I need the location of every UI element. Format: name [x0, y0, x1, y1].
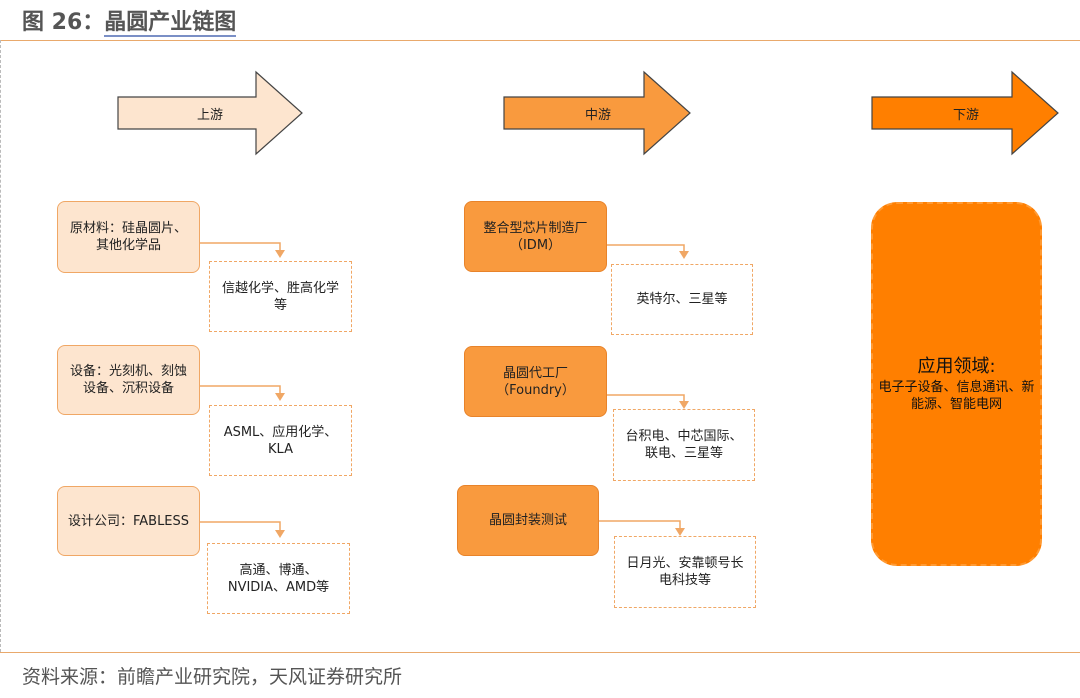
application-description: 电子子设备、信息通讯、新能源、智能电网 — [878, 380, 1035, 412]
midstream-label: 中游 — [584, 108, 611, 123]
idm-category: 整合型芯片制造厂（IDM） — [483, 220, 588, 253]
connector-foundry — [607, 394, 685, 401]
idm-companies: 英特尔、三星等 — [636, 292, 728, 307]
arrowhead-design — [275, 530, 285, 538]
materials-category: 原材料：硅晶圆片、其他化学品 — [69, 221, 187, 253]
upstream-connectors — [200, 242, 281, 530]
upstream-materials-companies: 信越化学、胜高化学等 — [209, 261, 352, 332]
foundry-companies: 台积电、中芯国际、联电、三星等 — [625, 429, 743, 461]
upstream-design-companies: 高通、博通、NVIDIA、AMD等 — [207, 543, 350, 614]
equipment-companies: ASML、应用化学、KLA — [223, 424, 338, 457]
connector-equipment — [200, 385, 281, 393]
midstream-packaging-box: 晶圆封装测试 — [457, 485, 599, 556]
materials-companies: 信越化学、胜高化学等 — [221, 280, 339, 313]
arrowhead-packaging — [675, 528, 685, 536]
midstream-packaging-companies: 日月光、安靠顿号长电科技等 — [614, 536, 756, 608]
downstream-arrow-shape — [871, 70, 1059, 156]
top-divider — [0, 40, 1080, 41]
connector-packaging — [599, 520, 681, 528]
upstream-arrowheads — [275, 250, 285, 538]
downstream-application-box: 应用领域: 电子子设备、信息通讯、新能源、智能电网 — [871, 202, 1042, 566]
connector-idm — [607, 244, 685, 251]
source-note: 资料来源：前瞻产业研究院，天风证券研究所 — [22, 666, 403, 688]
upstream-materials-box: 原材料：硅晶圆片、其他化学品 — [57, 201, 200, 273]
upstream-design-box: 设计公司：FABLESS — [57, 486, 200, 556]
figure-title-text: 晶圆产业链图 — [104, 10, 237, 37]
upstream-arrow-shape — [117, 70, 303, 156]
midstream-idm-companies: 英特尔、三星等 — [611, 264, 753, 335]
equipment-category: 设备：光刻机、刻蚀设备、沉积设备 — [69, 364, 187, 396]
design-companies: 高通、博通、NVIDIA、AMD等 — [227, 562, 330, 595]
arrowhead-idm — [679, 251, 689, 259]
packaging-category: 晶圆封装测试 — [488, 513, 567, 528]
foundry-category: 晶圆代工厂（Foundry） — [496, 365, 575, 398]
midstream-arrowheads — [675, 251, 689, 536]
bottom-divider — [0, 652, 1080, 653]
midstream-arrow-shape — [503, 70, 691, 156]
downstream-label: 下游 — [952, 108, 979, 123]
midstream-idm-box: 整合型芯片制造厂（IDM） — [464, 201, 607, 272]
midstream-foundry-box: 晶圆代工厂（Foundry） — [464, 346, 607, 417]
midstream-foundry-companies: 台积电、中芯国际、联电、三星等 — [613, 409, 755, 481]
connector-materials — [200, 242, 281, 250]
midstream-connectors — [599, 244, 685, 528]
left-border — [0, 40, 1, 652]
figure-number: 图 26： — [22, 10, 105, 35]
application-title: 应用领域: — [917, 356, 996, 377]
arrowhead-materials — [275, 250, 285, 258]
arrowhead-equipment — [275, 393, 285, 401]
connector-design — [200, 521, 281, 530]
upstream-equipment-box: 设备：光刻机、刻蚀设备、沉积设备 — [57, 345, 200, 415]
upstream-equipment-companies: ASML、应用化学、KLA — [209, 405, 352, 476]
figure-title: 图 26：晶圆产业链图 — [22, 4, 237, 37]
design-category: 设计公司：FABLESS — [67, 513, 190, 529]
packaging-companies: 日月光、安靠顿号长电科技等 — [626, 556, 744, 588]
arrowhead-foundry — [679, 401, 689, 409]
upstream-label: 上游 — [196, 108, 223, 123]
